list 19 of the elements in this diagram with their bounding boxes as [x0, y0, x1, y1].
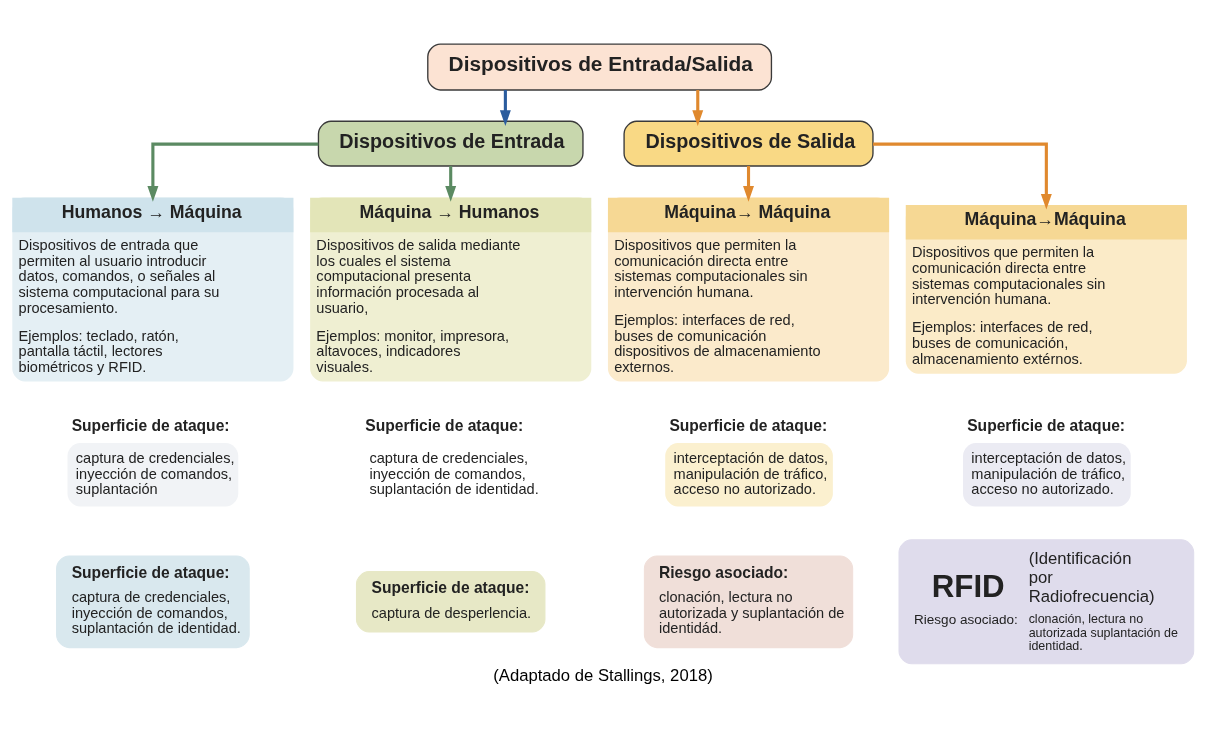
arrow [147, 142, 319, 202]
arrow [743, 165, 754, 202]
arrow [499, 89, 511, 126]
node-text: Superficie de ataque: captura de credenciales, inyección de comandos, suplantación de identidad. [365, 416, 539, 497]
node-label: Superficie de ataque: [967, 416, 1126, 433]
node-box: Superficie de ataque: captura de credenciales, inyección de comandos, suplantación de identidad. [56, 554, 250, 648]
arrow [445, 165, 457, 202]
caption: (Adaptado de Stallings, 2018) [493, 665, 713, 685]
arrow [873, 142, 1052, 210]
node-box: Dispositivos de Salida [623, 120, 874, 167]
node-box: Riesgo asociado: clonación, lectura no autorizada y suplantación de identidád. [643, 554, 854, 648]
node-box: Dispositivos de Entrada [317, 120, 584, 167]
node-label: Superficie de ataque: [669, 416, 828, 433]
node-box: Superficie de ataque: captura de desperlencia. [355, 570, 546, 632]
arrow [692, 89, 704, 126]
node-label: Superficie de ataque: [71, 416, 230, 433]
node-box: Dispositivos de Entrada/Salida [427, 43, 773, 91]
node-box: interceptación de datos, manipulación de tráfico, acceso no autorizado. [665, 442, 833, 506]
node-box: RFID (Identificación por Radiofrecuencia) Riesgo asociado: clonación, lectura no autorizada suplantación de identidad. [898, 538, 1195, 664]
